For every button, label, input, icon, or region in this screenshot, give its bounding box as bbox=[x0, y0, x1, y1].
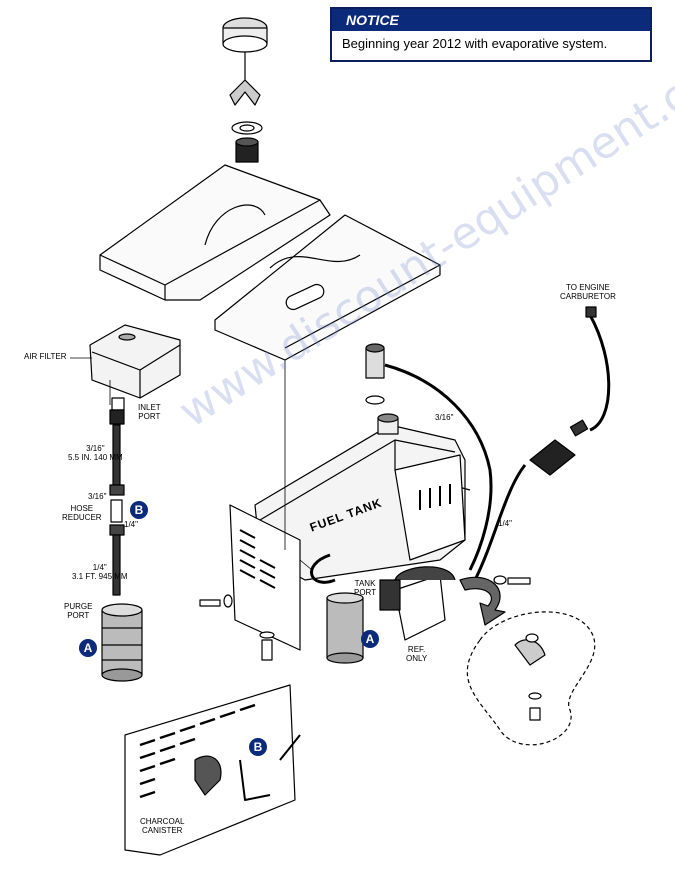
callout-b-lower: B bbox=[249, 738, 267, 756]
ref-only-label: REF.ONLY bbox=[406, 645, 428, 663]
detail-clamp bbox=[514, 633, 546, 721]
vent-valve bbox=[365, 343, 385, 405]
reducer-3-16-label: 3/16" bbox=[88, 492, 107, 501]
tank-top-shroud bbox=[99, 164, 331, 301]
fuel-filter bbox=[529, 419, 589, 476]
hose-length-a-label: 3/16"5.5 IN. 140 MM bbox=[68, 444, 123, 462]
shutoff-valve bbox=[379, 566, 456, 641]
tank-bracket-left bbox=[229, 504, 301, 651]
fuel-lines bbox=[310, 314, 611, 584]
hose-length-b-label: 1/4"3.1 FT. 945 MM bbox=[72, 563, 128, 581]
air-filter bbox=[89, 324, 181, 425]
fuel-cap bbox=[222, 17, 268, 163]
notice-box: NOTICE Beginning year 2012 with evaporat… bbox=[330, 7, 652, 62]
leader-lines bbox=[70, 357, 313, 571]
callout-a-left: A bbox=[79, 639, 97, 657]
bolts bbox=[199, 575, 531, 661]
purge-hose bbox=[109, 424, 125, 596]
air-filter-label: AIR FILTER bbox=[24, 352, 67, 361]
mounting-panel bbox=[124, 684, 301, 856]
detail-arrow bbox=[459, 576, 506, 626]
line-3-16-label: 3/16" bbox=[435, 413, 454, 422]
charcoal-canister-right bbox=[326, 592, 364, 664]
line-1-4-label: 1/4" bbox=[498, 519, 512, 528]
reducer-1-4-label: 1/4" bbox=[124, 520, 138, 529]
callout-b-upper: B bbox=[130, 501, 148, 519]
detail-bubble bbox=[466, 611, 596, 746]
tank-bracket-right bbox=[394, 454, 466, 561]
tank-support-panel bbox=[214, 214, 441, 361]
carburetor-fitting bbox=[585, 306, 597, 318]
notice-text: Beginning year 2012 with evaporative sys… bbox=[342, 36, 608, 51]
notice-title: NOTICE bbox=[332, 9, 650, 31]
charcoal-canister-left bbox=[101, 603, 143, 682]
callout-a-right: A bbox=[361, 630, 379, 648]
